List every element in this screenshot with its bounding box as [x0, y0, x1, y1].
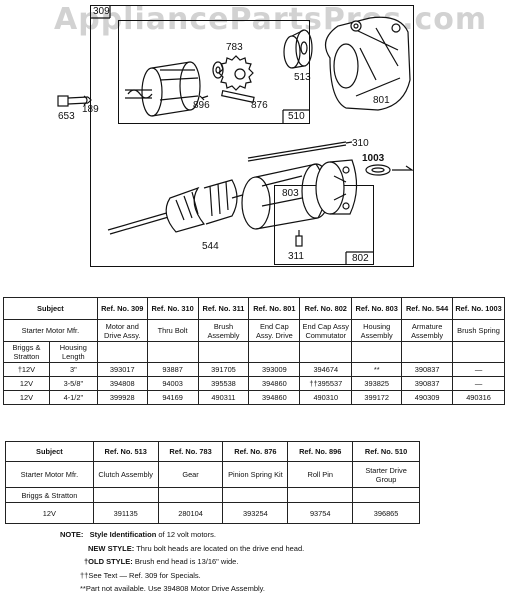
- table-row: †12V 3" 393017 93887 391705 393009 39467…: [3, 362, 505, 377]
- notes-block: NOTE: Style Identification of 12 volt mo…: [60, 528, 304, 596]
- old-style-text: Brush end head is 13/16" wide.: [134, 557, 239, 566]
- old-style-label: †OLD STYLE:: [84, 557, 133, 566]
- desc-311: Brush Assembly: [197, 319, 250, 342]
- desc-310: Thru Bolt: [146, 319, 199, 342]
- label-513: 513: [294, 72, 311, 83]
- parts-table-drive: Subject Ref. No. 513 Ref. No. 783 Ref. N…: [5, 441, 420, 524]
- parts-table-motor: Subject Ref. No. 309 Ref. No. 310 Ref. N…: [3, 297, 505, 405]
- label-783: 783: [226, 42, 243, 53]
- desc-783: Gear: [157, 461, 224, 488]
- drive-group-frame: [118, 20, 310, 124]
- ref-801: Ref. No. 801: [248, 297, 301, 320]
- ref-876: Ref. No. 876: [222, 441, 289, 462]
- note-head: Style Identification: [89, 530, 157, 539]
- desc-802: End Cap Assy Commutator: [299, 319, 353, 342]
- mfr-label-2: Starter Motor Mfr.: [5, 461, 94, 488]
- desc-876: Pinion Spring Kit: [222, 461, 289, 488]
- label-896: 896: [193, 100, 210, 111]
- subject-header: Subject: [3, 297, 98, 320]
- label-802: 802: [352, 253, 369, 264]
- ref-311: Ref. No. 311: [197, 297, 250, 320]
- col-housing-length: Housing Length: [48, 341, 98, 363]
- desc-896: Roll Pin: [287, 461, 354, 488]
- note-label: NOTE:: [60, 530, 84, 539]
- desc-544: Armature Assembly: [401, 319, 454, 342]
- desc-513: Clutch Assembly: [92, 461, 159, 488]
- ref-803: Ref. No. 803: [351, 297, 403, 320]
- label-310: 310: [352, 138, 369, 149]
- ref-1003: Ref. No. 1003: [452, 297, 505, 320]
- label-189: 189: [82, 104, 99, 115]
- col-briggs-stratton: Briggs & Stratton: [3, 341, 50, 363]
- ref-896: Ref. No. 896: [287, 441, 354, 462]
- desc-801: End Cap Assy. Drive: [248, 319, 301, 342]
- motor-and-drive-assembly-frame: [90, 5, 414, 267]
- desc-803: Housing Assembly: [351, 319, 403, 342]
- label-876: 876: [251, 100, 268, 111]
- ref-783: Ref. No. 783: [157, 441, 224, 462]
- ref-544: Ref. No. 544: [401, 297, 454, 320]
- not-available-text: **Part not available. Use 394808 Motor D…: [80, 584, 265, 593]
- label-1003: 1003: [362, 153, 385, 164]
- new-style-text: Thru bolt heads are located on the drive…: [136, 543, 305, 553]
- table-row: 12V 391135 280104 393254 93754 396865: [5, 502, 420, 524]
- subject-header-2: Subject: [5, 441, 94, 462]
- desc-309: Motor and Drive Assy.: [96, 319, 148, 342]
- table-row: 12V 4-1/2" 399928 94169 490311 394860 49…: [3, 390, 505, 405]
- ref-310: Ref. No. 310: [146, 297, 199, 320]
- ref-309: Ref. No. 309: [96, 297, 148, 320]
- label-544: 544: [202, 241, 219, 252]
- note-text: of 12 volt motors.: [158, 530, 216, 539]
- mfr-label: Starter Motor Mfr.: [3, 319, 98, 342]
- label-653: 653: [58, 111, 75, 122]
- label-311: 311: [288, 251, 304, 262]
- desc-1003: Brush Spring: [452, 319, 505, 342]
- ref-513: Ref. No. 513: [92, 441, 159, 462]
- label-309: 309: [93, 6, 110, 17]
- ref-510: Ref. No. 510: [352, 441, 420, 462]
- label-510: 510: [288, 111, 305, 122]
- label-803: 803: [282, 188, 299, 199]
- desc-510: Starter Drive Group: [352, 461, 420, 488]
- watermark: AppliancePartsPros.com: [54, 2, 488, 37]
- table-row: 12V 3-5/8" 394808 94003 395538 394860 ††…: [3, 376, 505, 391]
- briggs-stratton-label: Briggs & Stratton: [5, 487, 94, 503]
- ref-802: Ref. No. 802: [299, 297, 353, 320]
- new-style-label: NEW STYLE:: [88, 543, 135, 553]
- label-801: 801: [373, 95, 390, 106]
- see-text: ††See Text — Ref. 309 for Specials.: [80, 570, 201, 580]
